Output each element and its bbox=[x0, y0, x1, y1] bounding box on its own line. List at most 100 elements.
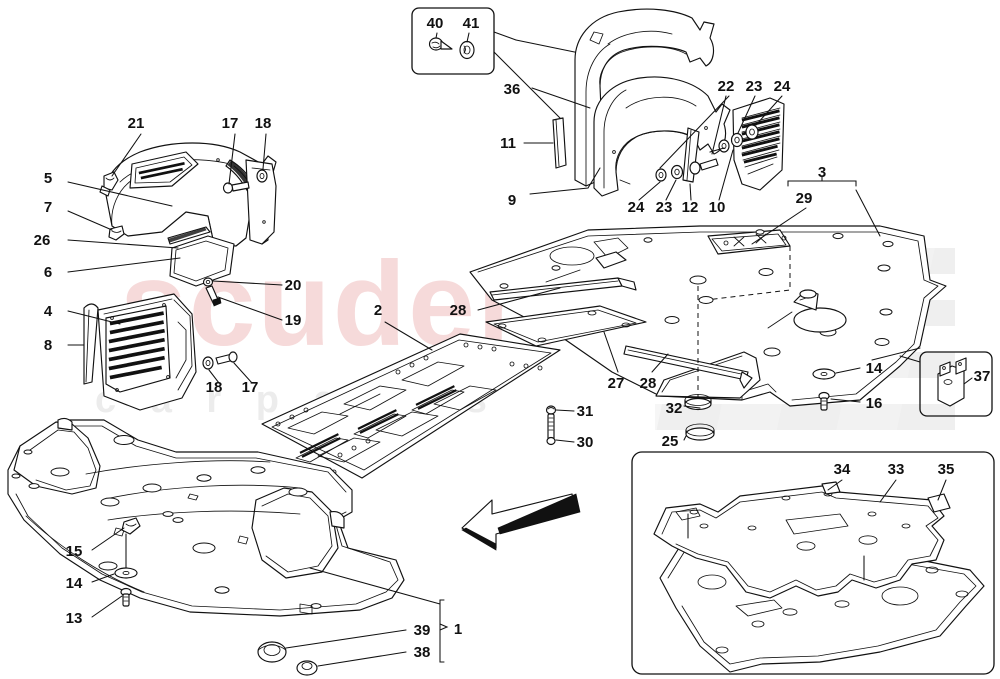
leader-18a bbox=[262, 133, 267, 170]
callout-14-left: 14 bbox=[66, 575, 83, 592]
leader-21 bbox=[111, 133, 142, 177]
callout-23-upper: 23 bbox=[746, 78, 763, 95]
callout-41: 41 bbox=[463, 15, 480, 32]
callout-37: 37 bbox=[974, 368, 991, 385]
leader-3-lower bbox=[871, 347, 921, 361]
leader-9 bbox=[529, 167, 601, 195]
callout-28-upper: 28 bbox=[450, 302, 467, 319]
callout-24-lower: 24 bbox=[628, 199, 645, 216]
part-41-washer bbox=[459, 40, 475, 60]
callout-39: 39 bbox=[414, 622, 431, 639]
fastener-16-bolt bbox=[818, 391, 830, 411]
leader-3-right bbox=[855, 189, 881, 237]
rear-underbody-inset bbox=[631, 451, 995, 675]
part-27-frame bbox=[485, 305, 647, 347]
floor-dome-feature bbox=[767, 289, 847, 333]
leader-16 bbox=[830, 398, 861, 403]
leader-15 bbox=[91, 527, 125, 551]
leader-35 bbox=[937, 479, 947, 501]
part-25-grommet bbox=[685, 423, 715, 441]
leader-32 bbox=[683, 405, 701, 409]
leader-14a bbox=[91, 573, 115, 583]
leader-28b bbox=[651, 353, 669, 373]
clip-detail-inset bbox=[899, 351, 993, 417]
callout-12: 12 bbox=[682, 199, 699, 216]
leader-2 bbox=[384, 321, 433, 351]
leader-33 bbox=[879, 479, 897, 503]
leader-4 bbox=[67, 310, 121, 325]
fastener-17-screw bbox=[215, 351, 238, 365]
callout-5: 5 bbox=[44, 170, 52, 187]
fastener-14-washer-left bbox=[114, 567, 138, 579]
callout-27: 27 bbox=[608, 375, 625, 392]
callout-34: 34 bbox=[834, 461, 851, 478]
part-26-inner-cover bbox=[167, 226, 235, 287]
callout-36: 36 bbox=[504, 81, 521, 98]
bracket-1 bbox=[439, 599, 449, 663]
callout-13: 13 bbox=[66, 610, 83, 627]
callout-10: 10 bbox=[709, 199, 726, 216]
callout-17-lower: 17 bbox=[242, 379, 259, 396]
leader-27 bbox=[603, 331, 619, 373]
callout-35: 35 bbox=[938, 461, 955, 478]
part-3-main-floor-panel bbox=[469, 225, 947, 407]
leader-38 bbox=[317, 651, 407, 667]
part-21-clip bbox=[99, 171, 119, 197]
callout-6: 6 bbox=[44, 264, 52, 281]
callout-33: 33 bbox=[888, 461, 905, 478]
callout-3: 3 bbox=[818, 164, 826, 181]
leader-13 bbox=[91, 595, 123, 618]
callout-21: 21 bbox=[128, 115, 145, 132]
callout-29: 29 bbox=[796, 190, 813, 207]
callout-labels: 5 7 26 6 21 17 18 20 19 4 8 18 17 2 31 3… bbox=[34, 15, 991, 661]
fastener-18-washer bbox=[202, 356, 214, 370]
leader-7 bbox=[67, 210, 113, 231]
callout-18-lower: 18 bbox=[206, 379, 223, 396]
part-40-rivet bbox=[428, 37, 453, 51]
callout-17-upper: 17 bbox=[222, 115, 239, 132]
leader-20 bbox=[212, 280, 283, 286]
callout-2: 2 bbox=[374, 302, 382, 319]
leader-6 bbox=[67, 257, 181, 273]
part-2-center-reinforcement-panel bbox=[261, 333, 561, 479]
leader-14b bbox=[835, 367, 861, 374]
leader-36 bbox=[531, 87, 591, 109]
callout-25: 25 bbox=[662, 433, 679, 450]
fastener-14-washer-right bbox=[812, 368, 836, 380]
part-8-seal-strip bbox=[83, 303, 99, 385]
callout-8: 8 bbox=[44, 337, 52, 354]
leader-12 bbox=[689, 183, 692, 201]
part-38-grommet bbox=[296, 660, 318, 676]
callout-16: 16 bbox=[866, 395, 883, 412]
callout-31: 31 bbox=[577, 403, 594, 420]
callout-24-upper: 24 bbox=[774, 78, 791, 95]
part-36-wheelhouse-liner-outer bbox=[574, 8, 715, 187]
fastener-19-bolt bbox=[205, 285, 222, 307]
fastener-group-lower bbox=[655, 158, 719, 182]
callout-14-right: 14 bbox=[866, 360, 883, 377]
leader-28a bbox=[477, 287, 561, 311]
fastener-20 bbox=[202, 277, 214, 287]
part-39-grommet bbox=[257, 641, 287, 663]
leader-25 bbox=[683, 435, 687, 441]
callout-30: 30 bbox=[577, 434, 594, 451]
callout-15: 15 bbox=[66, 543, 83, 560]
callout-1: 1 bbox=[454, 621, 462, 638]
leader-31 bbox=[555, 409, 575, 412]
leader-5 bbox=[67, 181, 173, 207]
leader-26 bbox=[67, 239, 179, 249]
part-37-bracket bbox=[937, 357, 967, 407]
part-11-seal-strip bbox=[552, 117, 567, 169]
callout-28-lower: 28 bbox=[640, 375, 657, 392]
fastener-31-washer bbox=[545, 405, 557, 415]
callout-22: 22 bbox=[718, 78, 735, 95]
part-4-vented-side-panel bbox=[97, 293, 197, 411]
fastener-17-18-upper bbox=[222, 169, 268, 194]
bracket-3 bbox=[787, 175, 857, 187]
callout-32: 32 bbox=[666, 400, 683, 417]
inset-upper-panel-33 bbox=[653, 481, 951, 599]
callout-11: 11 bbox=[500, 135, 516, 152]
part-28-strut-lower bbox=[623, 345, 753, 389]
leader-39 bbox=[285, 629, 407, 649]
callout-19: 19 bbox=[285, 312, 302, 329]
